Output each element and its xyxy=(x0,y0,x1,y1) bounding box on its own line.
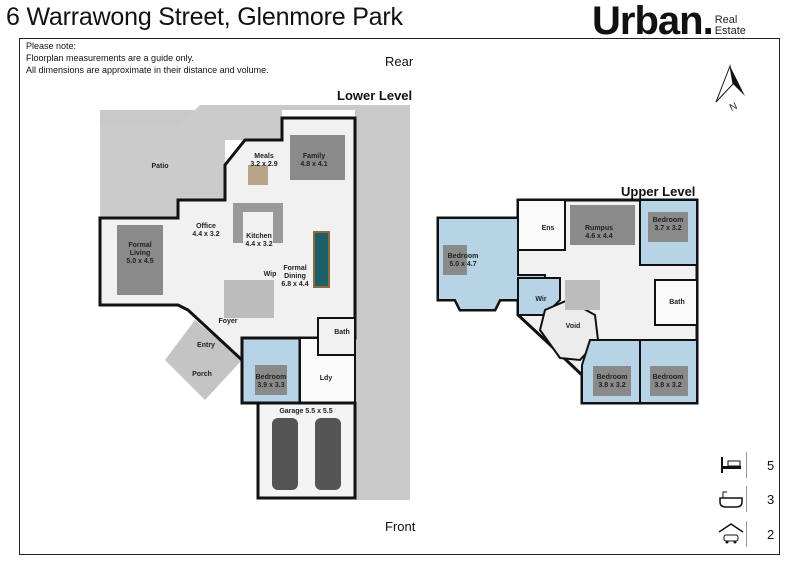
garage-car-icon xyxy=(718,521,747,547)
room-label: Formal xyxy=(283,265,306,272)
room-label: 4.8 x 4.1 xyxy=(300,161,327,168)
room-label: Porch xyxy=(192,371,212,378)
room-label: Patio xyxy=(151,163,168,170)
room-label: Bedroom xyxy=(448,253,479,260)
car-spaces-feature: 2 xyxy=(716,521,774,547)
room-label: 4.6 x 4.4 xyxy=(585,233,612,240)
upper-bath xyxy=(654,279,698,326)
room-label: Entry xyxy=(197,342,215,349)
bathrooms-feature: 3 xyxy=(716,486,774,512)
disclaimer-note: Please note: Floorplan measurements are … xyxy=(26,41,269,75)
room-label: 3.9 x 3.3 xyxy=(257,382,284,389)
porch-area xyxy=(165,320,242,400)
room-label: Foyer xyxy=(218,318,237,325)
lower-bath xyxy=(317,317,356,356)
room-label: Dining xyxy=(284,273,306,280)
bedrooms-feature: 5 xyxy=(716,452,774,478)
car-icon xyxy=(315,418,341,490)
room-label: 3.7 x 3.2 xyxy=(654,225,681,232)
room-label: 3.8 x 3.2 xyxy=(654,382,681,389)
rear-label: Rear xyxy=(385,54,414,69)
site-ground xyxy=(100,105,410,500)
room-label: 6.8 x 4.4 xyxy=(281,281,308,288)
bathtub-icon xyxy=(719,486,747,512)
room-label: Garage 5.5 x 5.5 xyxy=(279,408,332,415)
room-label: 5.0 x 4.7 xyxy=(449,261,476,268)
room-label: Bedroom xyxy=(597,374,628,381)
bedrooms-count: 5 xyxy=(767,457,775,473)
room-label: Office xyxy=(196,223,216,230)
family-rug xyxy=(290,135,345,180)
patio-area xyxy=(100,107,282,218)
ensuite xyxy=(517,199,566,251)
bathrooms-count: 3 xyxy=(767,491,775,507)
room-label: Living xyxy=(130,250,151,257)
room-label: Family xyxy=(303,153,325,160)
logo-word: Urban. xyxy=(592,0,714,43)
stairs xyxy=(224,280,274,318)
room-label: Bedroom xyxy=(256,374,287,381)
room-label: 5.0 x 4.5 xyxy=(126,258,153,265)
room-label: Meals xyxy=(254,153,274,160)
room-label: Kitchen xyxy=(246,233,272,240)
north-arrow-icon: N xyxy=(715,64,745,114)
car-spaces-count: 2 xyxy=(767,526,775,542)
room-label: Void xyxy=(566,323,581,330)
living-rug xyxy=(117,225,163,295)
dining-table xyxy=(313,231,330,288)
room-label: Wip xyxy=(264,271,277,278)
room-label: Wir xyxy=(535,296,546,303)
property-address-title: 6 Warrawong Street, Glenmore Park xyxy=(6,3,403,31)
room-label: Bath xyxy=(334,329,350,336)
room-label: Rumpus xyxy=(585,225,613,232)
room-label: Bath xyxy=(669,299,685,306)
bed-icon xyxy=(721,452,747,478)
room-label: Ens xyxy=(542,225,555,232)
car-icon xyxy=(272,418,298,490)
room-label: Bedroom xyxy=(653,217,684,224)
room-label: 3.8 x 3.2 xyxy=(598,382,625,389)
room-label: 4.4 x 3.2 xyxy=(245,241,272,248)
room-label: Formal xyxy=(128,242,151,249)
lower-level-title: Lower Level xyxy=(337,88,413,103)
room-label: 4.4 x 3.2 xyxy=(192,231,219,238)
room-label: Ldy xyxy=(320,375,333,382)
room-label: N xyxy=(728,101,739,114)
meals-table xyxy=(248,165,268,185)
upper-level-title: Upper Level xyxy=(621,184,696,199)
room-label: Bedroom xyxy=(653,374,684,381)
rumpus-rug xyxy=(570,205,635,245)
upper-stairs xyxy=(565,280,600,310)
floorplan-frame xyxy=(19,38,780,555)
lower-floor xyxy=(98,116,357,405)
front-label: Front xyxy=(385,519,416,534)
room-label: 3.2 x 2.9 xyxy=(250,161,277,168)
